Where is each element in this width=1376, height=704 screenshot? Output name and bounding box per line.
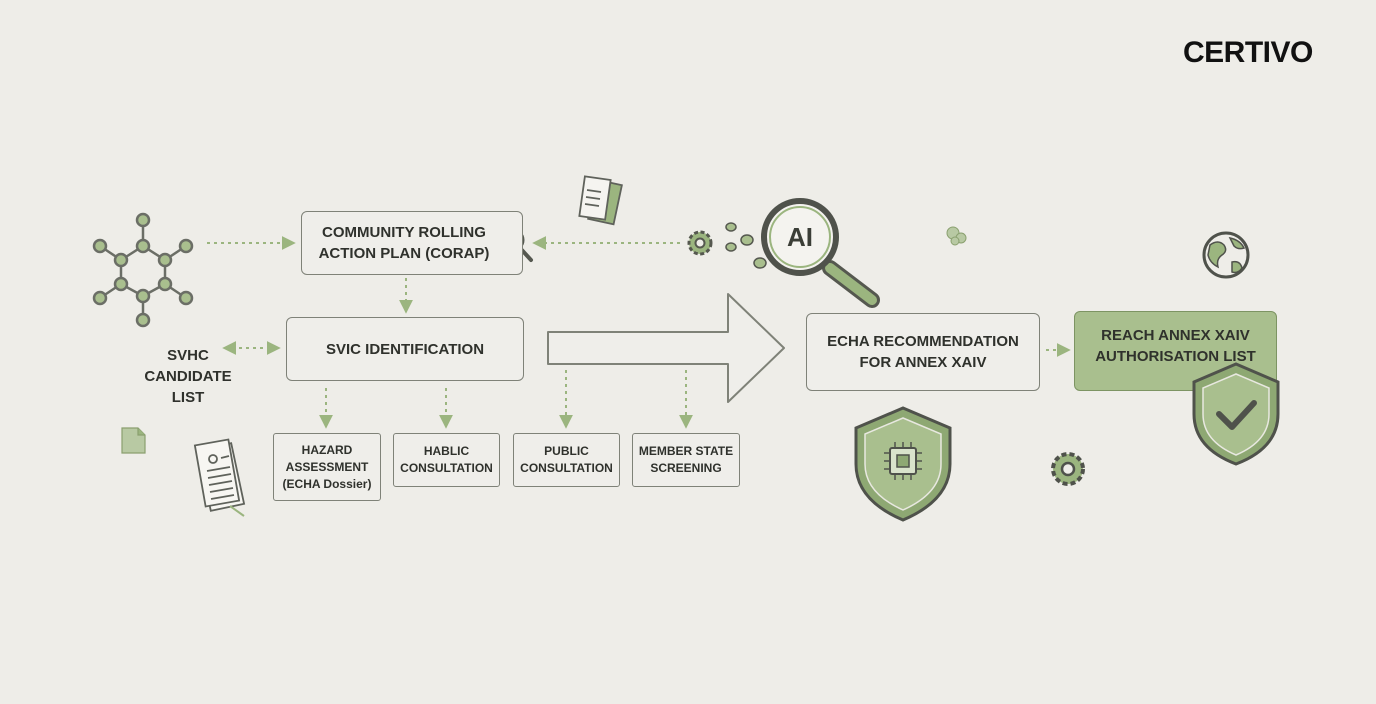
- echa-recommendation-node: ECHA RECOMMENDATION FOR ANNEX XAIV: [806, 313, 1040, 391]
- svic-label: SVIC IDENTIFICATION: [325, 340, 485, 358]
- public-consultation-node: PUBLIC CONSULTATION: [513, 433, 620, 487]
- svhc-label-line-3: LIST: [171, 389, 205, 406]
- settings-gear-icon: [1051, 452, 1085, 486]
- security-chip-shield-icon: [854, 406, 952, 522]
- corap-label-line-2: ACTION PLAN (CORAP): [318, 245, 490, 262]
- hazard-label-line-1: HAZARD: [301, 442, 353, 457]
- echa-label-line-2: FOR ANNEX XAIV: [859, 354, 987, 371]
- check-shield-icon: [1192, 362, 1280, 466]
- hablic-label-line-2: CONSULTATION: [400, 461, 493, 475]
- svhc-label-line-2: CANDIDATE: [144, 368, 232, 385]
- public-label-line-2: CONSULTATION: [520, 461, 613, 475]
- hazard-label-line-2: ASSESSMENT: [285, 459, 369, 474]
- svhc-label-line-1: SVHC: [167, 347, 209, 364]
- process-arrow: [547, 293, 785, 403]
- corap-label-line-1: COMMUNITY ROLLING: [322, 224, 486, 241]
- hablic-consultation-node: HABLIC CONSULTATION: [393, 433, 500, 487]
- hazard-label-line-3: (ECHA Dossier): [282, 476, 372, 491]
- corap-node: COMMUNITY ROLLING ACTION PLAN (CORAP): [301, 211, 523, 275]
- svic-identification-node: SVIC IDENTIFICATION: [286, 317, 524, 381]
- hazard-assessment-node: HAZARD ASSESSMENT (ECHA Dossier): [273, 433, 381, 501]
- ai-magnifier-icon: [761, 198, 880, 308]
- certivo-logo: CERTIVO: [1183, 36, 1313, 69]
- reach-label-line-1: REACH ANNEX XAIV: [1101, 327, 1250, 344]
- member-label-line-1: MEMBER STATE: [638, 444, 734, 458]
- globe-icon: [1202, 231, 1250, 279]
- dossier-icon: [193, 438, 246, 517]
- echa-label-line-1: ECHA RECOMMENDATION: [827, 333, 1019, 350]
- hablic-label-line-1: HABLIC: [423, 444, 470, 458]
- gear-icon: [687, 230, 713, 256]
- note-icon: [121, 427, 146, 454]
- documents-icon: [578, 175, 623, 226]
- member-state-screening-node: MEMBER STATE SCREENING: [632, 433, 740, 487]
- reach-label-line-2: AUTHORISATION LIST: [1095, 348, 1256, 365]
- ai-label: AI: [787, 222, 813, 252]
- leaf-icon: [946, 226, 967, 246]
- svhc-candidate-list-label: SVHC CANDIDATE LIST: [128, 345, 248, 408]
- particles-icon: [725, 222, 767, 269]
- public-label-line-1: PUBLIC: [544, 444, 589, 458]
- molecule-icon: [92, 212, 194, 328]
- member-label-line-2: SCREENING: [650, 461, 722, 475]
